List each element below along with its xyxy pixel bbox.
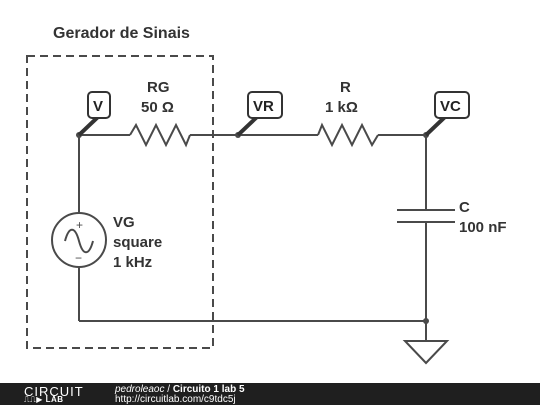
logo-wave-icon: ⎍⎍▶ xyxy=(24,395,43,404)
vg-plus-sign: + xyxy=(76,218,83,232)
c-name-label: C xyxy=(459,199,470,216)
r-name-label: R xyxy=(340,79,351,96)
resistor-rg xyxy=(129,122,191,148)
logo-lab-text: LAB xyxy=(45,395,64,404)
footer-meta-line1: pedroleaoc / Circuito 1 lab 5 xyxy=(115,384,245,395)
probe-v-pointer xyxy=(77,114,101,137)
vg-frequency-label: 1 kHz xyxy=(113,254,152,271)
probe-vc-pointer xyxy=(424,114,448,137)
vg-waveform-label: square xyxy=(113,234,162,251)
probe-vc-box xyxy=(434,91,470,119)
probe-vc-label: VC xyxy=(440,98,461,115)
probe-v-box xyxy=(87,91,111,119)
rg-value-label: 50 Ω xyxy=(141,99,174,116)
vg-minus-sign: − xyxy=(75,251,82,265)
generator-label: Gerador de Sinais xyxy=(53,25,190,42)
probe-vr-label: VR xyxy=(253,98,274,115)
circuitlab-logo-bottom: ⎍⎍▶ LAB xyxy=(24,395,64,405)
footer-bar: CIRCUIT ⎍⎍▶ LAB pedroleaoc / Circuito 1 … xyxy=(0,383,540,405)
footer-separator: / xyxy=(164,384,173,395)
vg-name-label: VG xyxy=(113,214,135,231)
probe-vr-box xyxy=(247,91,283,119)
c-value-label: 100 nF xyxy=(459,219,507,236)
footer-title[interactable]: Circuito 1 lab 5 xyxy=(172,384,245,395)
generator-dashed-box xyxy=(26,55,214,349)
circuit-schematic: Gerador de Sinais + − V VR VC RG 50 Ω R … xyxy=(26,25,507,365)
r-value-label: 1 kΩ xyxy=(325,99,358,116)
probe-v-label: V xyxy=(93,98,103,115)
probe-vr-pointer xyxy=(236,114,260,137)
ground-icon xyxy=(402,340,450,365)
footer-author[interactable]: pedroleaoc xyxy=(115,384,165,395)
circuitlab-logo-top: CIRCUIT xyxy=(24,384,84,399)
resistor-r xyxy=(317,122,379,148)
junction-dot-bottom xyxy=(423,318,429,324)
footer-url[interactable]: http://circuitlab.com/c9tdc5j xyxy=(115,394,236,405)
rg-name-label: RG xyxy=(147,79,170,96)
sine-wave-icon xyxy=(64,228,94,254)
